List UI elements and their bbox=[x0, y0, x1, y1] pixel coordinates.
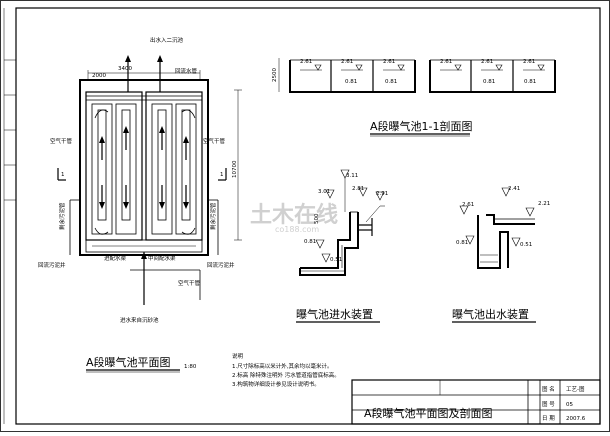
chamber-right bbox=[145, 91, 203, 241]
label-sludge-pipe-right: 剩余污泥管 bbox=[209, 202, 217, 230]
plan-title: A段曝气池平面图 bbox=[86, 355, 171, 369]
label-air-main-right: 空气干管 bbox=[203, 137, 226, 145]
inlet-value-1: 3.11 bbox=[346, 173, 358, 179]
plan-scale: 1:80 bbox=[184, 364, 197, 370]
title-block: A段曝气池平面图及剖面图 图 名 工艺-图 图 号 05 日 期 2007.6 bbox=[351, 379, 601, 425]
label-air-main-left: 空气干管 bbox=[50, 137, 73, 145]
inlet-value-6: 0.51 bbox=[330, 257, 342, 263]
section-level-7: 2.61 bbox=[481, 59, 493, 65]
plan-view: 3400 2000 10700 bbox=[38, 36, 242, 373]
label-sludge-pipe-left: 剩余污泥管 bbox=[58, 202, 66, 230]
section-level-8: 2.61 bbox=[523, 59, 535, 65]
chamber-left bbox=[85, 91, 143, 241]
watermark-main: 土木在线 bbox=[250, 202, 338, 228]
notes-item-2: 2.标高 除特殊注明外 污水管道指管底标高。 bbox=[232, 371, 340, 379]
flow-arrows bbox=[94, 109, 196, 235]
plan-marker-right: 1 bbox=[220, 172, 224, 178]
title-block-drawing-title: A段曝气池平面图及剖面图 bbox=[364, 406, 493, 420]
outlet-value-5: 0.51 bbox=[520, 242, 532, 248]
outlet-value-3: 2.21 bbox=[538, 201, 550, 207]
section-level-2: 2.61 bbox=[341, 59, 353, 65]
notes-heading: 说明 bbox=[232, 352, 244, 360]
section-dim-height: 2500 bbox=[272, 68, 278, 82]
section-level-1: 2.61 bbox=[300, 59, 312, 65]
section-level-9: 0.81 bbox=[483, 79, 495, 85]
section-title: A段曝气池1-1剖面图 bbox=[370, 119, 473, 133]
inlet-device: 3.11 3.01 2.81 2.91 0.81 0.51 500 曝气池进水装… bbox=[296, 169, 388, 323]
inlet-value-3: 2.81 bbox=[352, 186, 364, 192]
watermark-sub: co188.com bbox=[275, 225, 319, 234]
inlet-value-4: 2.91 bbox=[376, 191, 388, 197]
outlet-device: 2.41 2.61 2.21 0.81 0.51 曝气池出水装置 bbox=[452, 186, 550, 323]
title-block-value-2: 05 bbox=[566, 402, 573, 408]
outlet-value-4: 0.81 bbox=[456, 240, 468, 246]
title-block-label-2: 图 号 bbox=[542, 400, 555, 408]
label-inlet: 进水来自沉砂池 bbox=[120, 316, 159, 324]
label-water-out: 出水入二沉池 bbox=[150, 36, 184, 44]
outlet-title: 曝气池出水装置 bbox=[452, 307, 529, 321]
notes-block: 说明 1.尺寸除标高以米计外,其余均以毫米计。 2.标高 除特殊注明外 污水管道… bbox=[232, 352, 340, 388]
section-level-10: 0.81 bbox=[524, 79, 536, 85]
tank-outline bbox=[79, 79, 209, 256]
title-block-label-1: 图 名 bbox=[542, 385, 555, 393]
outlet-value-2: 2.61 bbox=[462, 202, 474, 208]
label-return-well-right: 回流污泥井 bbox=[207, 261, 235, 269]
notes-item-1: 1.尺寸除标高以米计外,其余均以毫米计。 bbox=[232, 362, 333, 370]
section-view: 2500 2.61 2.61 2.61 0.81 0.81 2.61 2.61 … bbox=[272, 58, 556, 137]
inner-border bbox=[15, 7, 601, 425]
plan-dim-inner: 2000 bbox=[92, 73, 106, 79]
section-level-6: 2.61 bbox=[440, 59, 452, 65]
title-block-label-3: 日 期 bbox=[542, 415, 555, 422]
title-block-value-3: 2007.6 bbox=[566, 416, 586, 422]
label-return-pipe: 回流水管 bbox=[175, 67, 198, 75]
label-air-main-bottom: 空气干管 bbox=[178, 279, 201, 287]
label-return-well: 回流污泥井 bbox=[38, 261, 66, 269]
section-level-3: 2.61 bbox=[383, 59, 395, 65]
title-block-value-1: 工艺-图 bbox=[566, 385, 585, 393]
plan-dim-height: 10700 bbox=[232, 160, 238, 178]
inlet-dim: 500 bbox=[314, 213, 320, 224]
label-main-water-mid: 中间配水渠 bbox=[148, 254, 176, 262]
label-main-water-left: 进配水渠 bbox=[104, 254, 127, 262]
notes-item-3: 3.构筑物详细设计参见设计说明书。 bbox=[232, 380, 320, 388]
section-level-4: 0.81 bbox=[345, 79, 357, 85]
plan-dim-width: 3400 bbox=[118, 66, 132, 72]
outlet-value-1: 2.41 bbox=[508, 186, 520, 192]
section-level-5: 0.81 bbox=[385, 79, 397, 85]
inlet-value-2: 3.01 bbox=[318, 189, 330, 195]
inlet-title: 曝气池进水装置 bbox=[296, 307, 373, 321]
inlet-value-5: 0.81 bbox=[304, 239, 316, 245]
plan-marker-left: 1 bbox=[61, 172, 65, 178]
